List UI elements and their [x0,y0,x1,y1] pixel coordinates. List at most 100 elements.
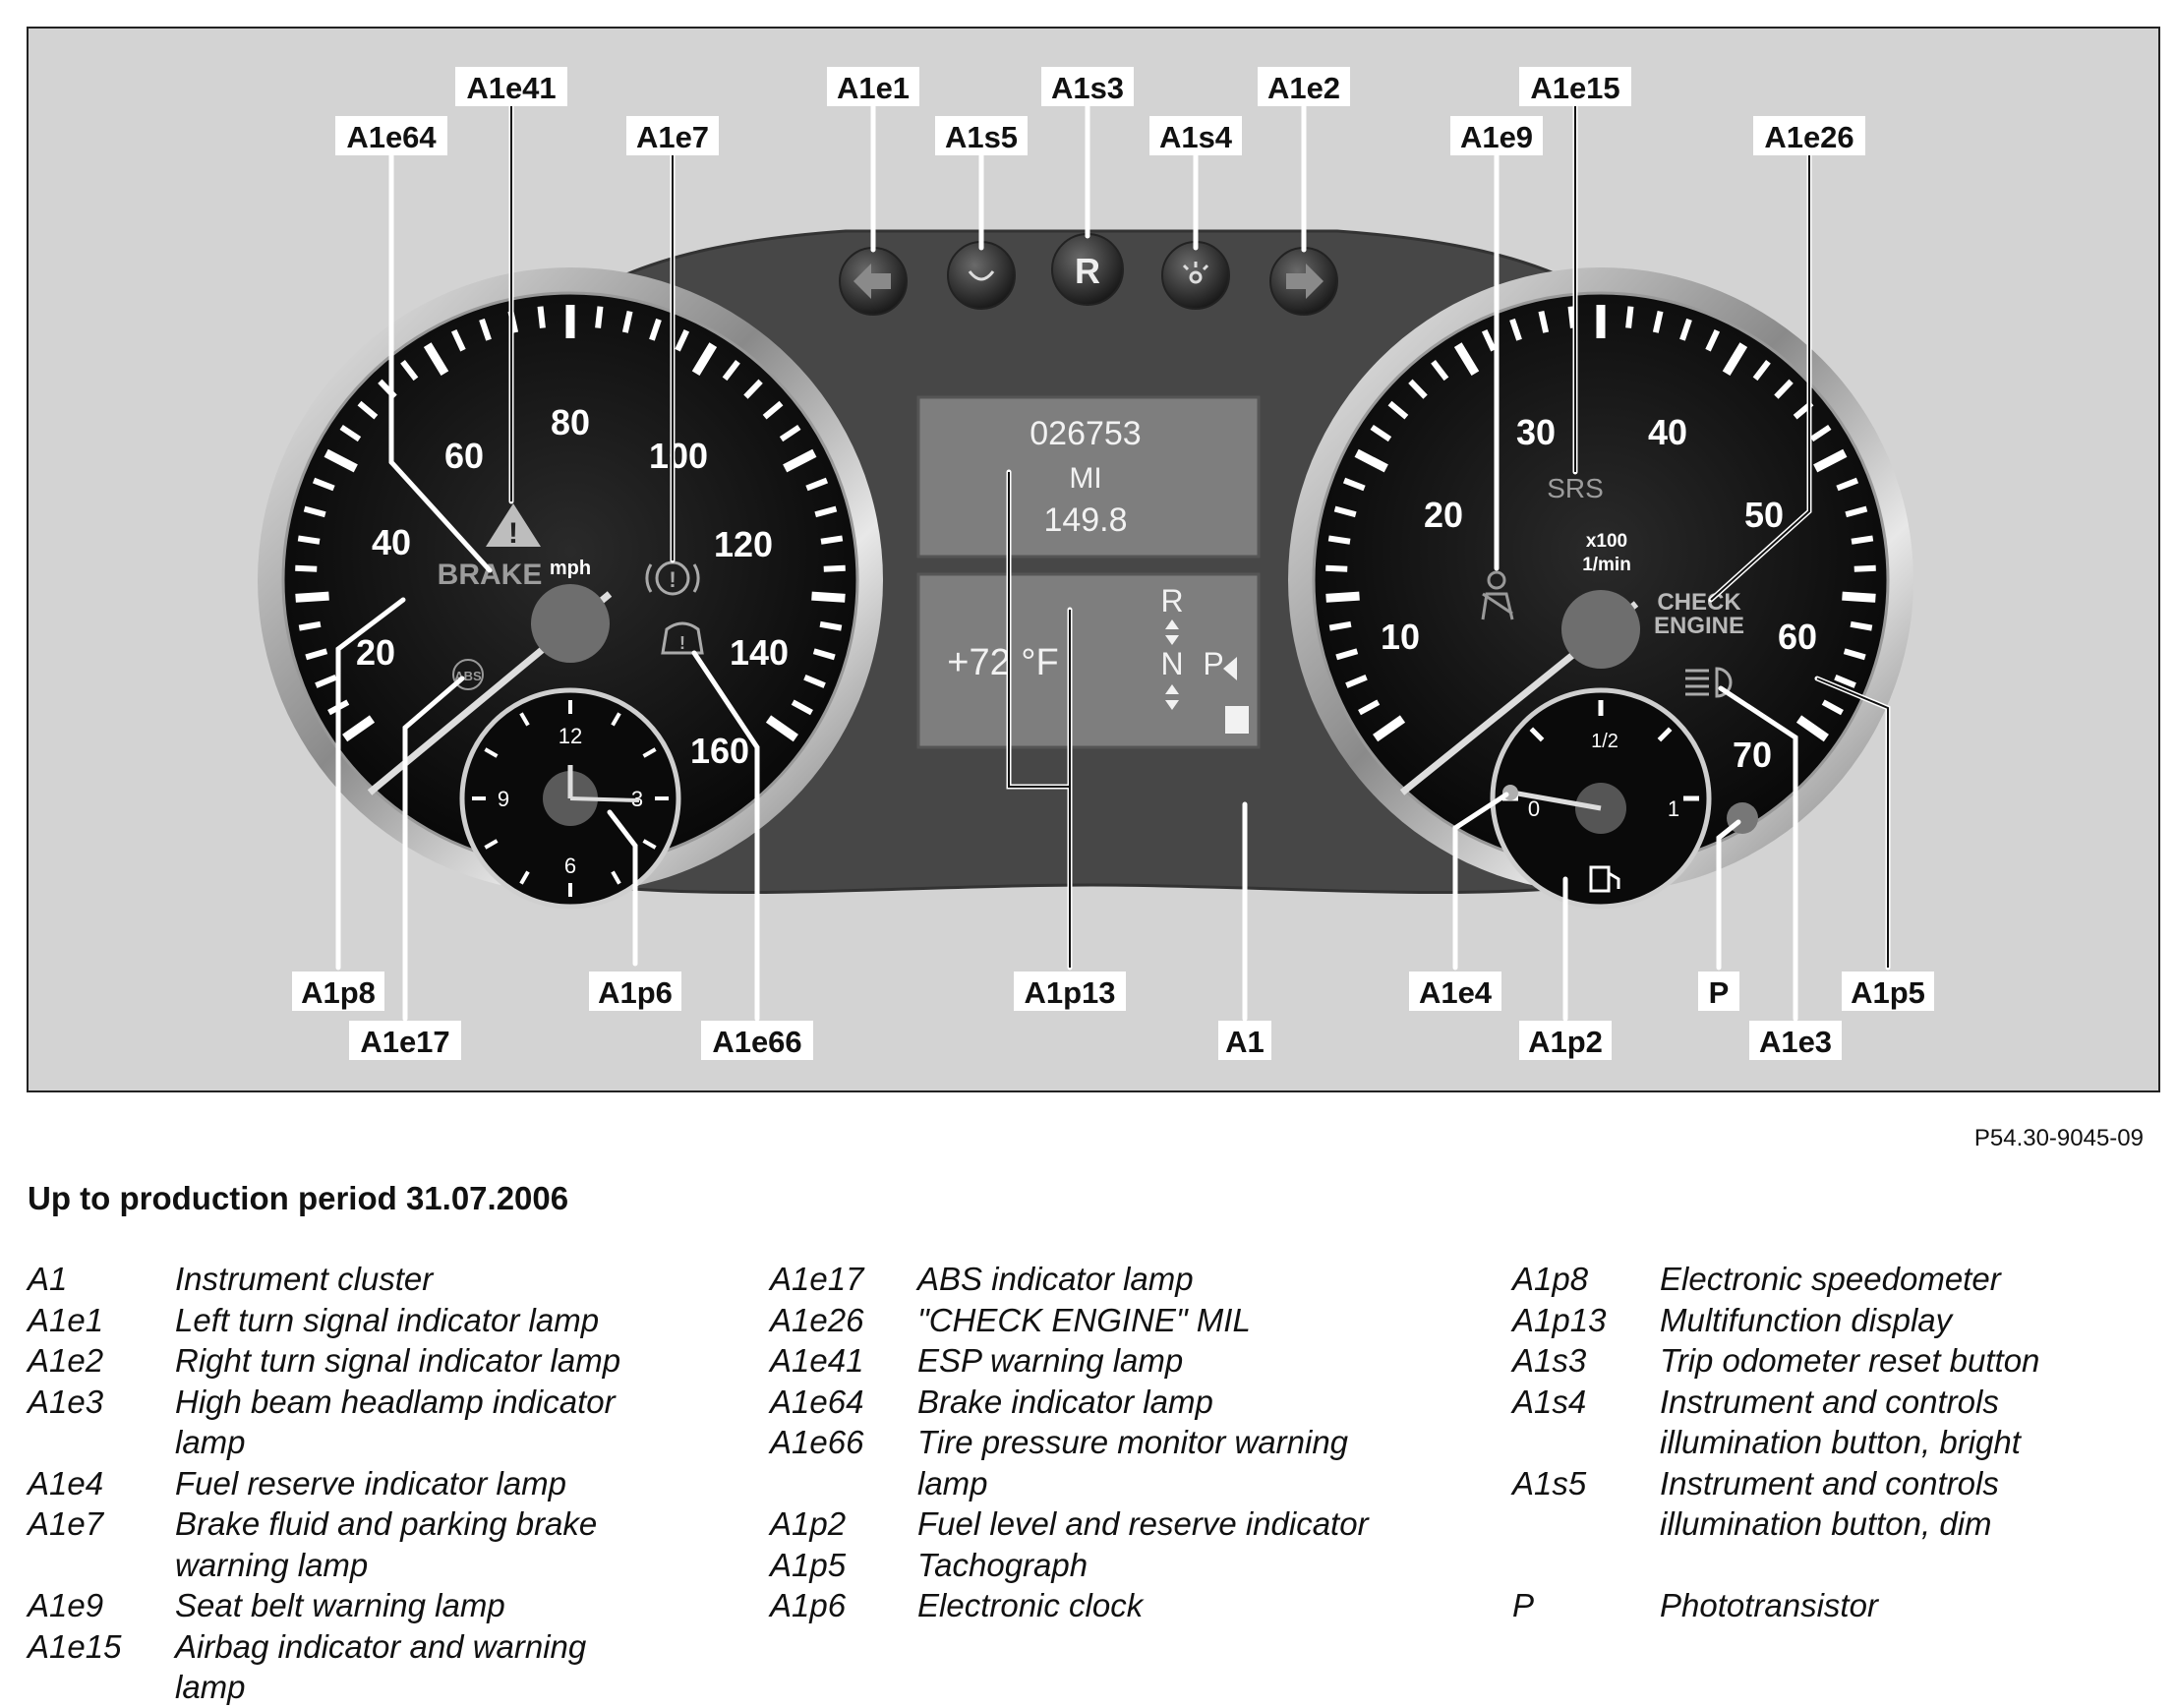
tachometer-tick [1408,379,1428,399]
tachometer-tick [1722,342,1748,377]
tachometer-tick [1845,505,1868,518]
tachometer-tick [1705,328,1721,352]
callout-label: A1 [1225,1025,1265,1059]
callout-label: A1e66 [712,1025,801,1059]
fuel-gauge-needle [1511,790,1602,811]
clock-tick [611,870,621,885]
clock-tick [484,747,499,758]
tachometer-tick [1679,318,1692,341]
legend-description: Right turn signal indicator lamp [175,1342,621,1379]
speedometer-tick [722,360,740,382]
callout-label: A1e4 [1419,975,1493,1010]
tachometer-tick [1853,564,1876,572]
clock-tick [642,839,657,850]
speedometer-tick [803,674,826,688]
callout-label: A1p2 [1528,1025,1603,1059]
legend-code: A1p13 [1512,1301,1607,1338]
dim-icon [968,270,995,281]
tachometer-tick [1387,400,1409,420]
illumination-dim-button[interactable] [947,241,1016,310]
gear-indicator-r: R [1160,583,1183,618]
callout-label: A1p5 [1851,975,1925,1010]
legend-code: A1e1 [28,1301,104,1338]
brake-indicator-text: BRAKE [438,559,543,591]
tachometer-tick [1345,674,1368,688]
speedometer-unit: mph [550,558,591,579]
odometer-unit: MI [1069,462,1101,495]
outside-temperature: +72 °F [947,642,1058,683]
speedometer-tick [762,400,784,420]
clock-tick [642,747,657,758]
callout-label-box [827,67,919,106]
legend-row: A1e26"CHECK ENGINE" MIL [770,1300,1389,1341]
speedometer-tick [791,699,813,716]
tachometer-tick [1774,379,1794,399]
speedometer: 20 40 60 80 100 120 140 160 mph BRAKE ! … [258,267,883,910]
fuel-gauge-tick [1529,727,1545,742]
speedometer-tick [765,715,798,742]
clock-tick [519,870,530,885]
tachometer-unit-x100: x100 [1586,531,1627,552]
tachometer-tick [1509,318,1522,341]
fuel-pump-icon [1589,865,1620,893]
tachometer-tick-label: 70 [1733,735,1772,775]
illumination-bright-button[interactable] [1161,241,1230,310]
speedometer-tick [303,505,326,518]
right-arrow-icon [1286,264,1324,299]
check-engine-text: CHECK [1657,589,1741,616]
callout-label-box [935,116,1028,155]
speedometer-tick-label: 140 [730,632,789,673]
legend-code: A1s3 [1512,1342,1587,1379]
callout-label-box [1041,67,1134,106]
legend-description: ABS indicator lamp [917,1261,1194,1297]
speedometer-tick [823,564,846,572]
speedometer-tick [298,620,322,631]
check-engine-text: ENGINE [1654,613,1744,639]
tachometer-tick [1431,360,1449,382]
callout-label: P [1709,975,1730,1010]
callout-label-box [1218,1021,1271,1060]
speedometer-tick [297,535,321,545]
legend-description: Electronic speedometer [1660,1261,2001,1297]
left-arrow-icon [853,264,891,299]
trip-reset-button-label: R [1075,251,1100,291]
fuel-gauge-tick [1657,727,1673,742]
legend-description: Instrument and controls illumination but… [1660,1464,1999,1543]
tachometer-tick [1843,648,1866,661]
legend-code: A1p8 [1512,1261,1589,1297]
gear-position-pointer-icon [1223,657,1237,680]
speedometer-hub [531,584,610,663]
speedometer-tick [324,448,358,473]
tachometer-tick-label: 30 [1516,412,1556,452]
tachometer-tick [1453,342,1480,377]
callout-label-box [626,116,719,155]
callout-label-box [589,972,681,1011]
speedometer-tick-label: 100 [649,436,708,476]
legend-code: A1e66 [770,1424,864,1460]
legend-code: A1p2 [770,1505,847,1542]
tachometer-tick [1335,648,1359,661]
svg-text:!: ! [669,567,676,592]
callout-label: A1p6 [598,975,673,1010]
fuel-gauge-half: 1/2 [1591,731,1618,752]
tachometer-tick [1821,699,1844,716]
legend-gap [1512,1545,2132,1586]
clock-tick [519,712,530,727]
speedometer-tick [805,477,829,492]
tachometer-tick [1538,310,1550,333]
multifunction-display-lower [916,572,1261,749]
legend-code: A1 [28,1261,68,1297]
high-beam-indicator-icon [1685,667,1733,698]
legend-code: A1s5 [1512,1464,1587,1502]
speedometer-tick [691,342,718,377]
tachometer-tick-label: 60 [1778,617,1817,657]
clock-number: 9 [498,787,509,811]
tachometer-tick [1836,477,1859,492]
speedometer-tick [811,591,846,603]
